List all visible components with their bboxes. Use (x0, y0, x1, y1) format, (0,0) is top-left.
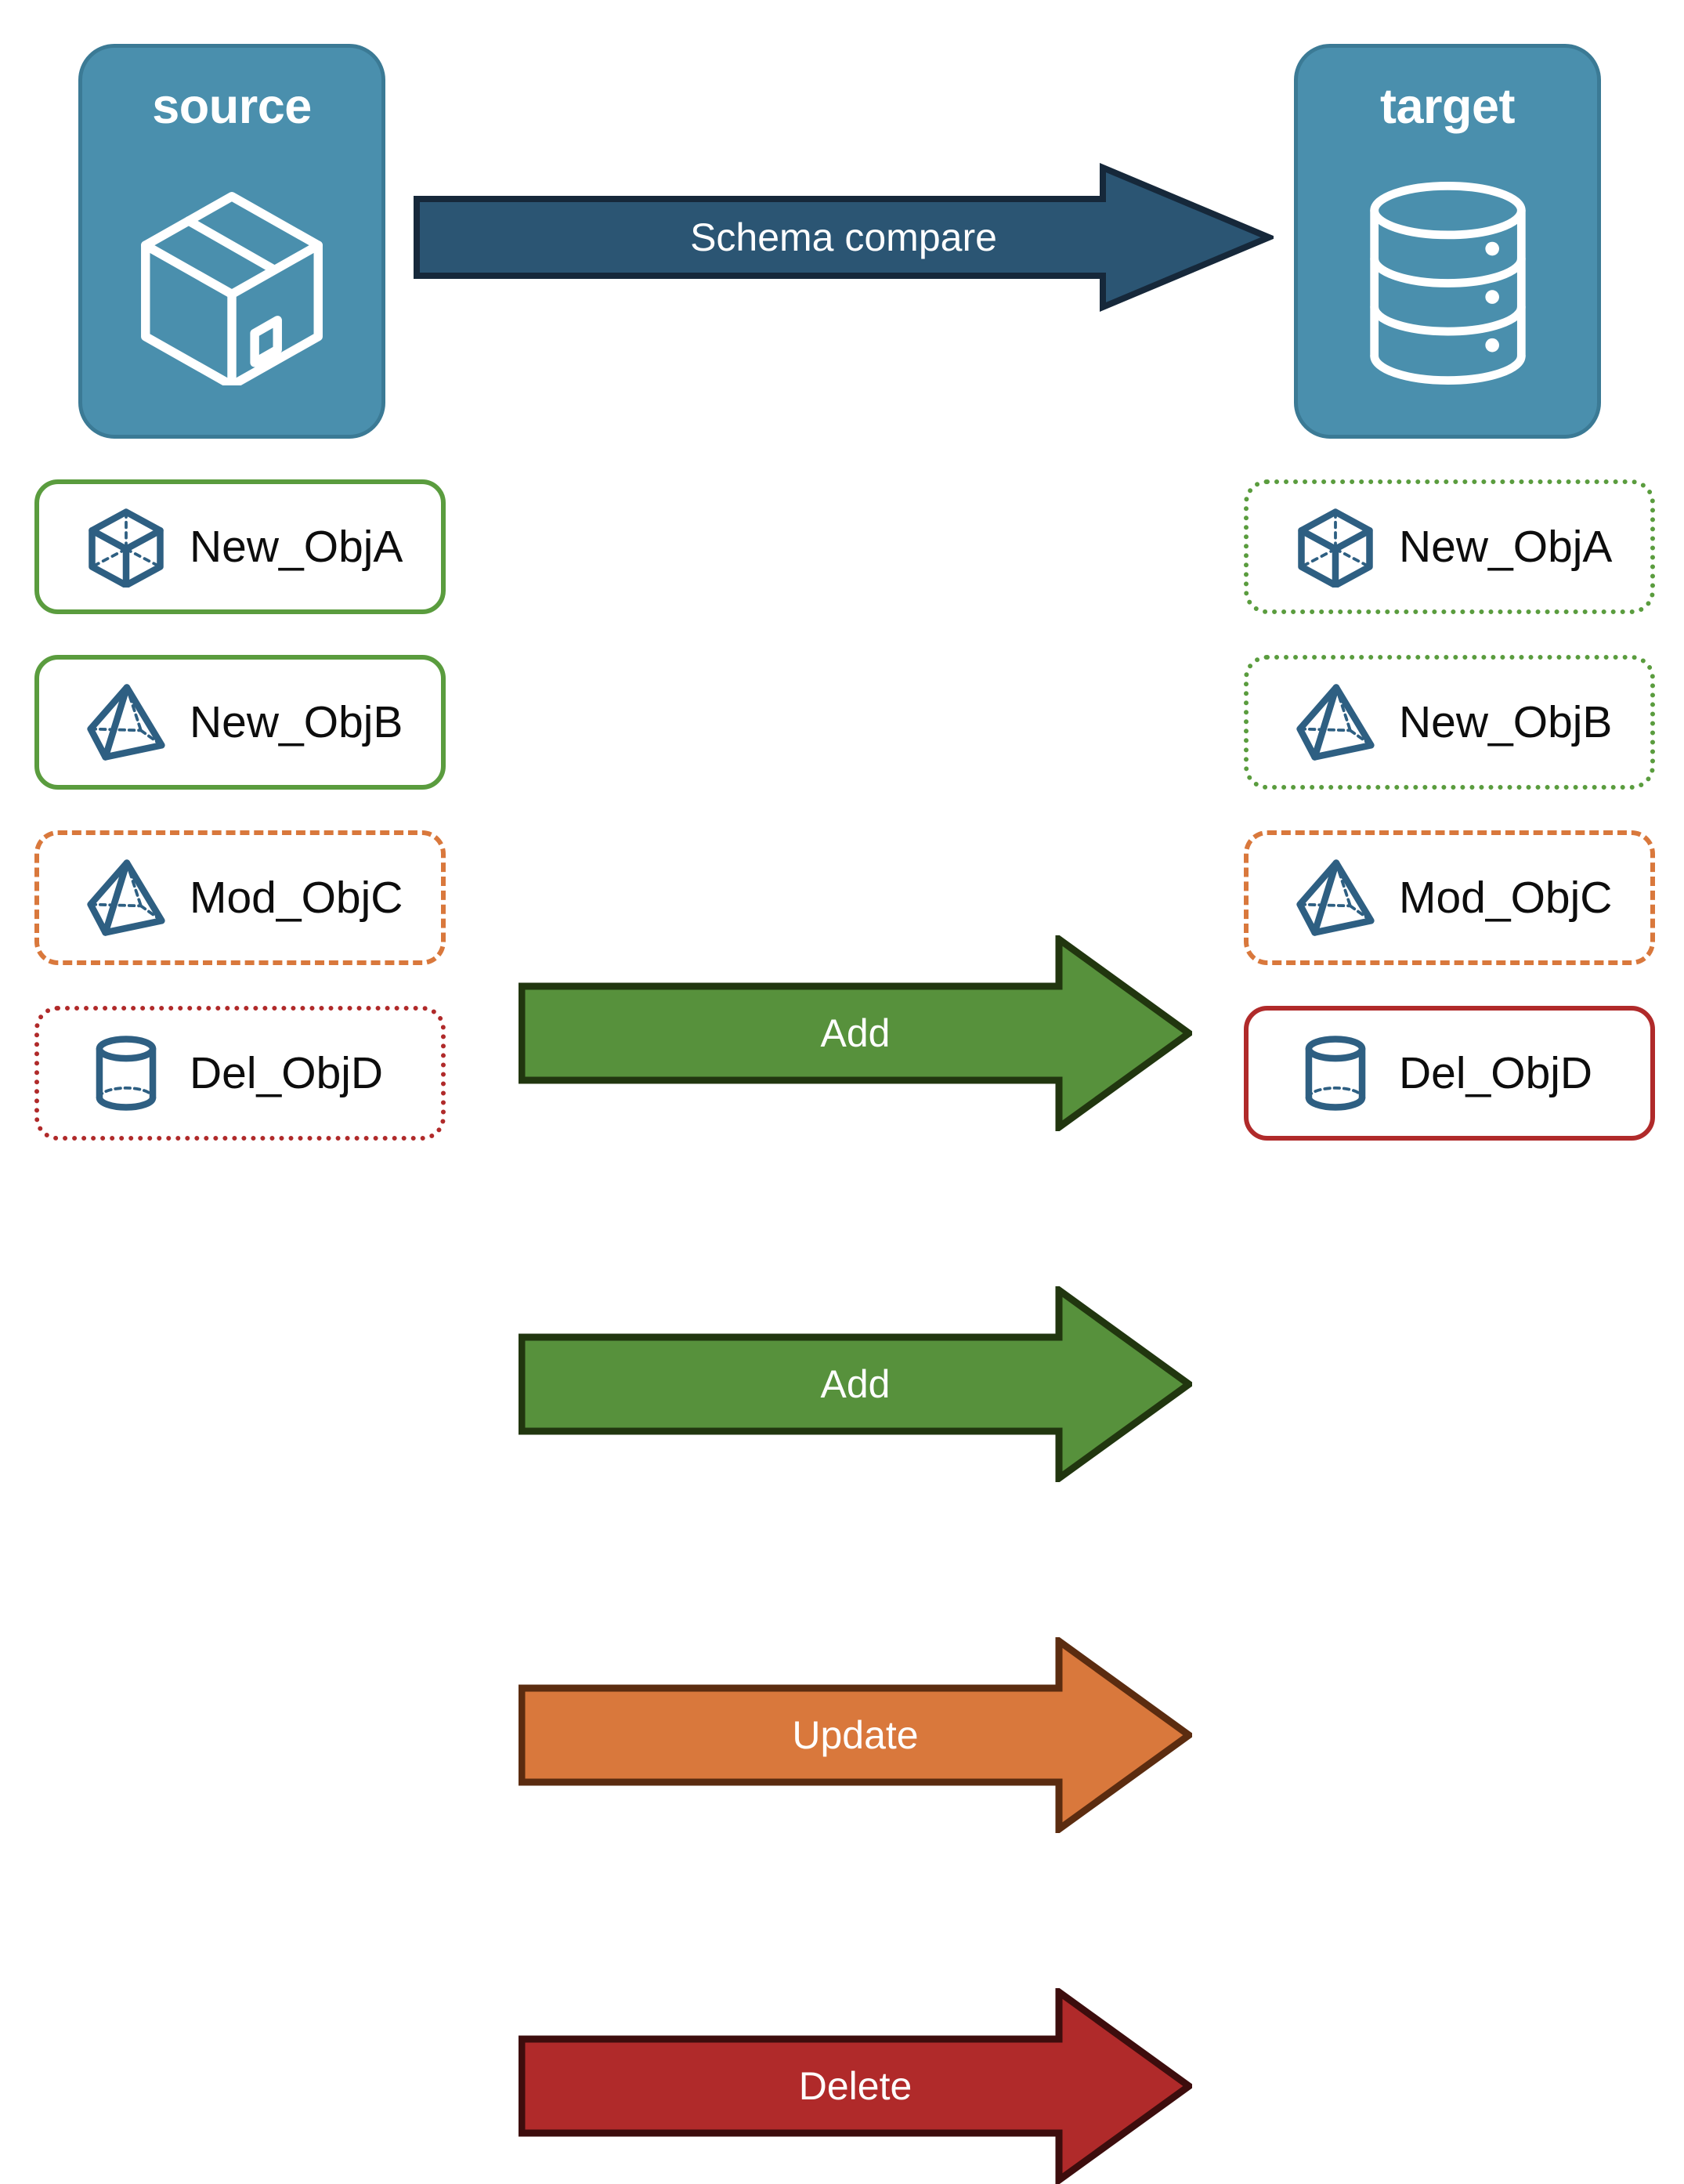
cylinder-3d-icon (83, 1030, 169, 1116)
target-object-label: Del_ObjD (1399, 1047, 1593, 1098)
endpoint-card-target: target (1294, 44, 1601, 439)
source-object-card[interactable]: Mod_ObjC (34, 830, 446, 965)
action-arrow-add: Add (519, 1286, 1192, 1482)
cube-3d-icon (83, 504, 169, 590)
schema-compare-arrow: Schema compare (414, 162, 1277, 313)
object-row: New_ObjA Add (0, 479, 1684, 1131)
source-object-card[interactable]: New_ObjB (34, 655, 446, 790)
object-row: Mod_ObjC Update (0, 830, 1684, 1833)
pyramid-3d-icon (83, 855, 169, 941)
pyramid-3d-icon (83, 679, 169, 765)
object-row: New_ObjB Add (0, 655, 1684, 1482)
target-object-label: Mod_ObjC (1399, 872, 1613, 923)
target-object-card[interactable]: Del_ObjD (1244, 1006, 1655, 1141)
object-row: Del_ObjD Delete Del_ObjD (0, 1006, 1684, 2184)
pyramid-3d-icon (1292, 679, 1379, 765)
target-object-card[interactable]: New_ObjB (1244, 655, 1655, 790)
package-box-icon (82, 132, 381, 435)
cylinder-3d-icon (1292, 1030, 1379, 1116)
target-object-label: New_ObjB (1399, 696, 1613, 747)
action-arrow-update: Update (519, 1637, 1192, 1833)
target-object-card[interactable]: Mod_ObjC (1244, 830, 1655, 965)
source-object-label: Mod_ObjC (190, 872, 403, 923)
endpoint-title-source: source (152, 79, 312, 134)
endpoint-card-source: source (78, 44, 385, 439)
pyramid-3d-icon (1292, 855, 1379, 941)
database-cylinder-icon (1298, 132, 1597, 435)
target-object-card[interactable]: New_ObjA (1244, 479, 1655, 614)
endpoint-title-target: target (1379, 79, 1516, 134)
action-arrow-delete: Delete (519, 1988, 1192, 2184)
cube-3d-icon (1292, 504, 1379, 590)
source-object-label: Del_ObjD (190, 1047, 384, 1098)
source-object-label: New_ObjA (190, 521, 403, 572)
source-object-card[interactable]: New_ObjA (34, 479, 446, 614)
source-object-label: New_ObjB (190, 696, 403, 747)
diagram-canvas: source Schema compare target (0, 44, 1684, 2184)
source-object-card[interactable]: Del_ObjD (34, 1006, 446, 1141)
target-object-label: New_ObjA (1399, 521, 1613, 572)
